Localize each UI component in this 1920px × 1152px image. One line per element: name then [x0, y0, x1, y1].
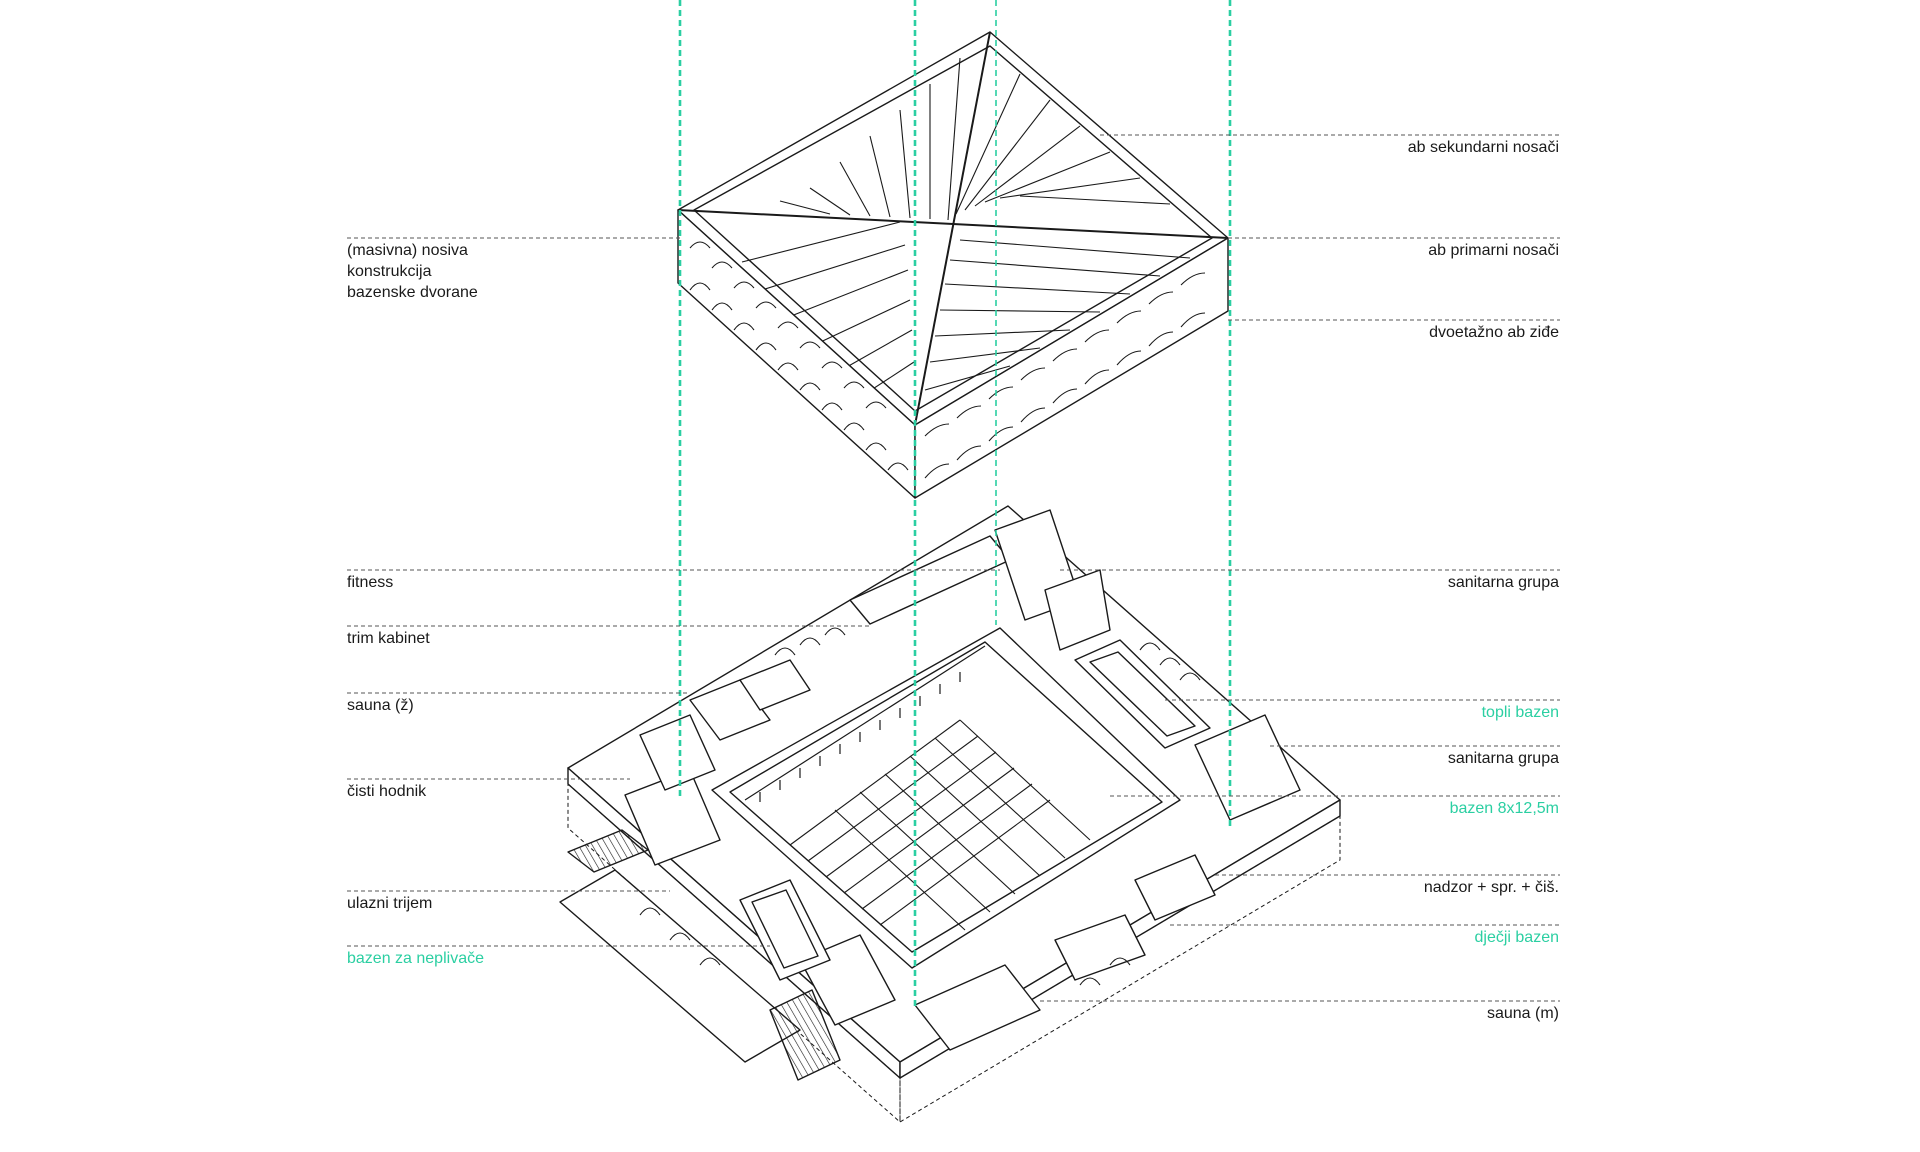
label-trim-cabinet: trim kabinet [347, 630, 430, 647]
label-load-bearing-structure: (masivna) nosiva konstrukcija bazenske d… [347, 240, 537, 303]
label-primary-beams: ab primarni nosači [1428, 242, 1559, 259]
label-line: (masivna) nosiva [347, 242, 468, 259]
label-entrance-porch: ulazni trijem [347, 895, 433, 912]
leader-lines [347, 134, 1560, 1002]
label-clean-corridor: čisti hodnik [347, 783, 427, 800]
label-warm-pool: topli bazen [1481, 704, 1559, 721]
label-childrens-pool: dječji bazen [1474, 929, 1560, 946]
label-fitness: fitness [347, 574, 394, 591]
alignment-lines [678, 0, 1232, 1010]
label-sanitary-group-1: sanitarna grupa [1447, 574, 1559, 591]
label-line: konstrukcija [347, 263, 432, 280]
label-secondary-beams: ab sekundarni nosači [1407, 139, 1559, 156]
ground-floor [559, 505, 1341, 1123]
label-sauna-men: sauna (m) [1486, 1005, 1559, 1022]
label-two-storey-wall: dvoetažno ab ziđe [1429, 324, 1559, 341]
label-sanitary-group-2: sanitarna grupa [1447, 750, 1559, 767]
label-pool-8x12: bazen 8x12,5m [1449, 800, 1559, 817]
label-supervision: nadzor + spr. + čiš. [1423, 879, 1559, 896]
roof-structure [677, 31, 1229, 499]
label-non-swimmers-pool: bazen za neplivače [347, 950, 484, 967]
label-line: bazenske dvorane [347, 284, 478, 301]
label-sauna-women: sauna (ž) [347, 697, 414, 714]
